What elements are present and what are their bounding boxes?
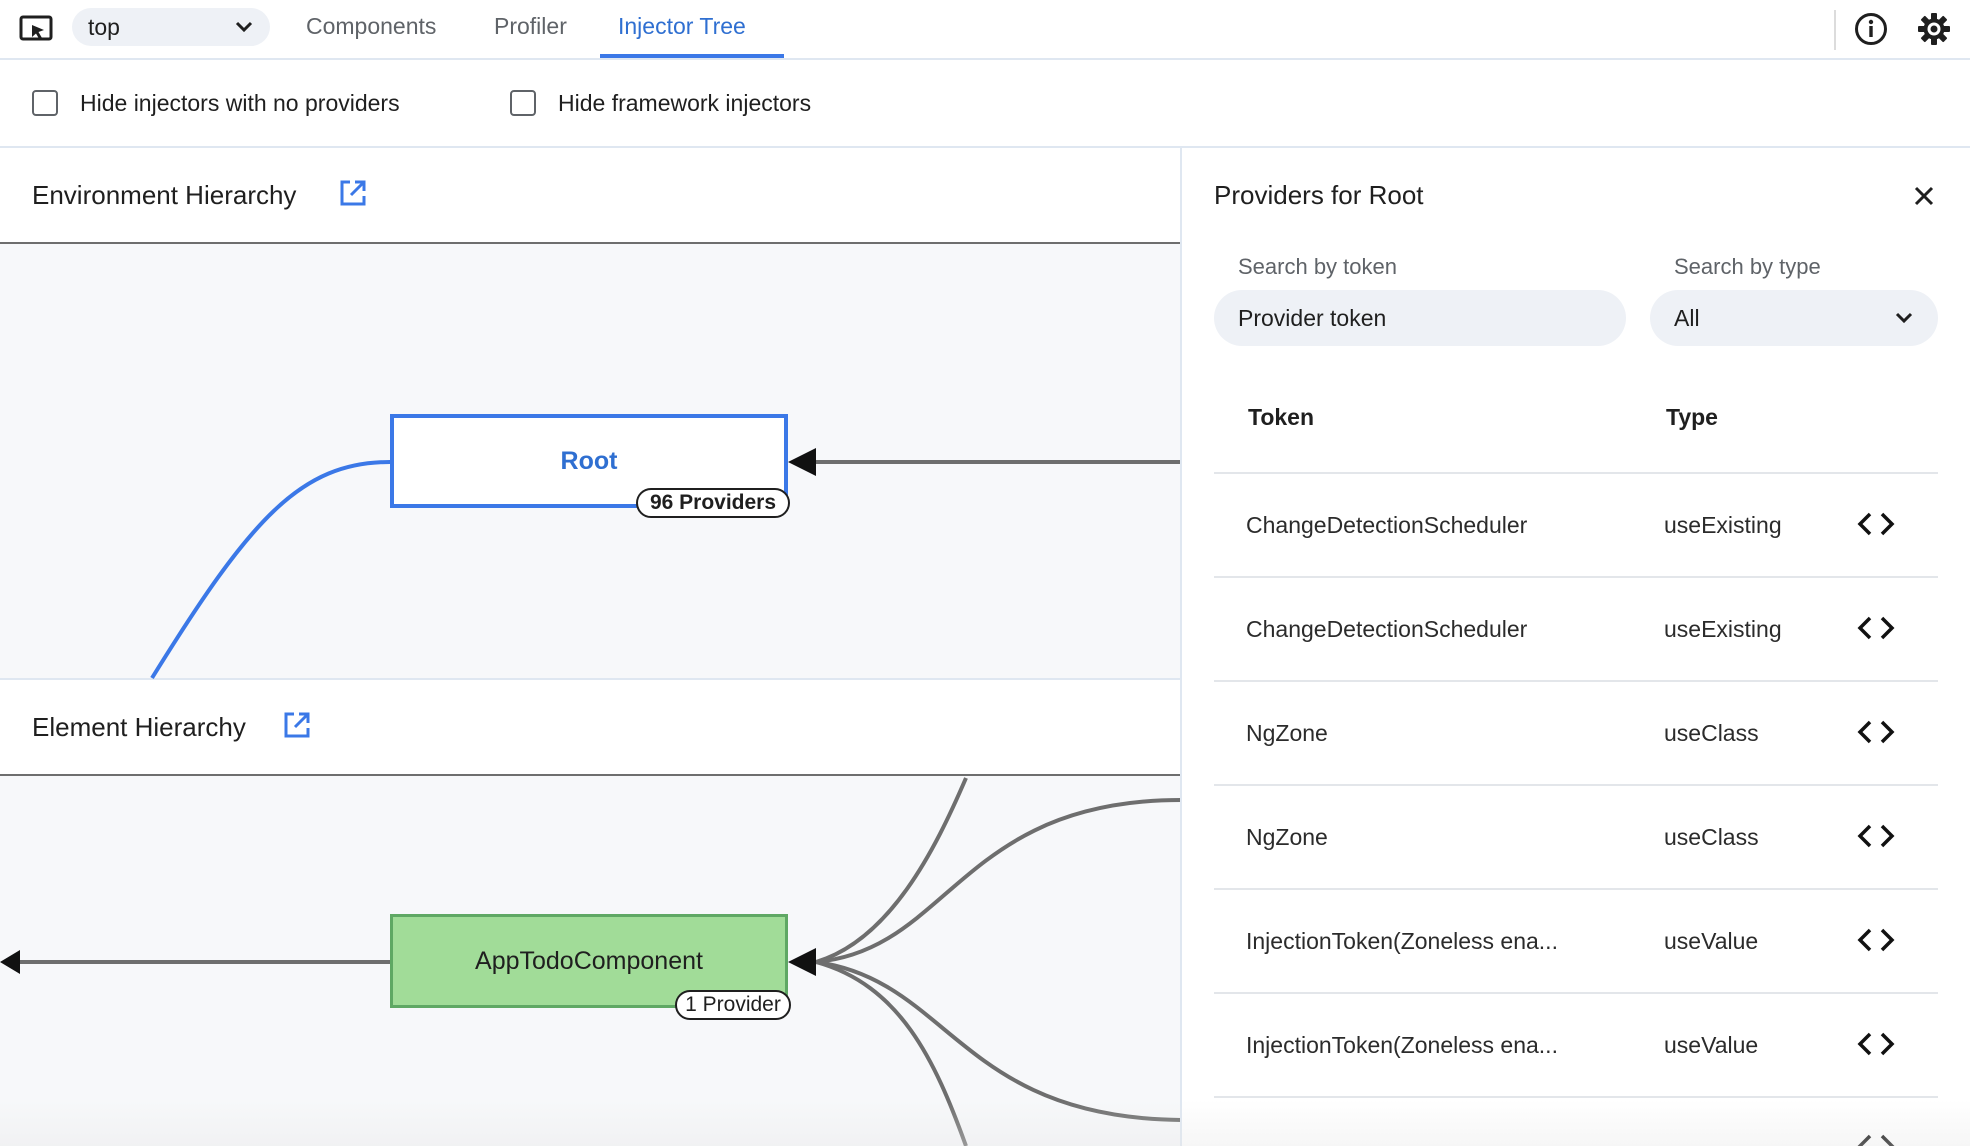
- type-cell: useExisting: [1664, 512, 1782, 538]
- open-in-new-icon[interactable]: [338, 178, 368, 208]
- view-source-button[interactable]: [1854, 610, 1898, 646]
- providers-table: ChangeDetectionScheduler useExisting Cha…: [1214, 472, 1938, 1146]
- token-cell: InjectionToken(Zoneless ena...: [1246, 1032, 1558, 1058]
- token-cell: ChangeDetectionScheduler: [1246, 616, 1528, 642]
- type-column-header[interactable]: Type: [1666, 404, 1718, 430]
- info-icon: [1855, 13, 1887, 45]
- code-icon: [1857, 1032, 1895, 1056]
- hide-no-providers-checkbox[interactable]: [32, 90, 58, 116]
- token-cell: InjectionToken(Zoneless ena...: [1246, 928, 1558, 954]
- type-cell: useValue: [1664, 928, 1759, 954]
- search-type-label: Search by type: [1674, 254, 1821, 279]
- settings-button[interactable]: [1914, 9, 1954, 49]
- environment-arrowhead: [788, 448, 816, 476]
- tab-injector-tree[interactable]: Injector Tree: [618, 13, 746, 39]
- element-edge-up-2: [815, 798, 1181, 964]
- vertical-splitter[interactable]: [1180, 148, 1182, 1146]
- frame-select[interactable]: top: [72, 8, 270, 46]
- hide-framework-checkbox[interactable]: [510, 90, 536, 116]
- view-source-button[interactable]: [1854, 714, 1898, 750]
- token-column-header[interactable]: Token: [1248, 404, 1315, 430]
- type-cell: useExisting: [1664, 616, 1782, 642]
- environment-hierarchy-header: Environment Hierarchy: [0, 148, 1181, 244]
- search-token-input[interactable]: [1214, 290, 1626, 346]
- graph-edges: [0, 448, 1181, 1146]
- gear-icon: [1918, 13, 1950, 45]
- element-arrowhead-left: [0, 950, 20, 974]
- view-source-button[interactable]: [1854, 1128, 1898, 1146]
- code-icon: [1857, 1134, 1895, 1146]
- tab-components[interactable]: Components: [306, 13, 437, 39]
- inspect-element-icon: [19, 15, 53, 41]
- element-arrowhead-right: [788, 948, 816, 976]
- root-node-label: Root: [560, 446, 618, 475]
- type-cell: useClass: [1664, 720, 1759, 746]
- hide-no-providers-label[interactable]: Hide injectors with no providers: [80, 90, 400, 116]
- code-icon: [1857, 616, 1895, 640]
- chevron-down-icon: [1895, 312, 1913, 324]
- table-row[interactable]: InjectionToken(Zoneless ena... useValue: [1214, 992, 1938, 1096]
- top-toolbar: top Components Profiler Injector Tree: [0, 0, 1970, 60]
- table-row[interactable]: ChangeDetectionScheduler useExisting: [1214, 576, 1938, 680]
- token-cell: NgZone: [1246, 720, 1328, 746]
- code-icon: [1857, 512, 1895, 536]
- view-source-button[interactable]: [1854, 818, 1898, 854]
- token-cell: NgZone: [1246, 824, 1328, 850]
- element-hierarchy-title: Element Hierarchy: [32, 712, 246, 742]
- close-icon: [1914, 186, 1934, 206]
- app-providers-badge: 1 Provider: [675, 990, 791, 1020]
- chevron-down-icon: [235, 21, 253, 33]
- type-cell: useClass: [1664, 824, 1759, 850]
- providers-panel: Providers for Root Search by token Searc…: [1182, 148, 1970, 1146]
- toolbar-divider: [1834, 10, 1836, 50]
- view-source-button[interactable]: [1854, 1026, 1898, 1062]
- providers-panel-title: Providers for Root: [1214, 180, 1424, 210]
- root-providers-badge: 96 Providers: [636, 488, 790, 518]
- filter-bar: Hide injectors with no providers Hide fr…: [0, 60, 1970, 148]
- code-icon: [1857, 928, 1895, 952]
- app-node-label: AppTodoComponent: [475, 946, 703, 975]
- tab-profiler[interactable]: Profiler: [494, 13, 567, 39]
- hide-framework-label[interactable]: Hide framework injectors: [558, 90, 812, 116]
- element-edge-down-1: [815, 960, 968, 1146]
- search-type-select[interactable]: All: [1650, 290, 1938, 346]
- element-edge-up-1: [815, 777, 968, 964]
- frame-select-value: top: [88, 13, 120, 40]
- search-token-label: Search by token: [1238, 254, 1397, 279]
- code-icon: [1857, 720, 1895, 744]
- view-source-button[interactable]: [1854, 922, 1898, 958]
- table-row[interactable]: ChangeDetectionScheduler useExisting: [1214, 472, 1938, 576]
- info-button[interactable]: [1852, 10, 1890, 48]
- inspect-element-button[interactable]: [18, 12, 54, 46]
- code-icon: [1857, 824, 1895, 848]
- view-source-button[interactable]: [1854, 506, 1898, 542]
- table-row[interactable]: InjectionToken(Zoneless ena... useValue: [1214, 888, 1938, 992]
- element-hierarchy-header: Element Hierarchy: [0, 680, 1181, 776]
- active-tab-indicator: [600, 54, 784, 58]
- element-edge-down-2: [815, 960, 1181, 1122]
- environment-edge-left: [150, 460, 391, 680]
- table-row[interactable]: NgZone useClass: [1214, 784, 1938, 888]
- environment-hierarchy-title: Environment Hierarchy: [32, 180, 297, 210]
- close-button[interactable]: [1906, 178, 1942, 214]
- type-cell: useValue: [1664, 1032, 1759, 1058]
- panel-splitter[interactable]: [0, 678, 1181, 680]
- table-row[interactable]: NgZone useClass: [1214, 680, 1938, 784]
- table-row-partial[interactable]: [1214, 1096, 1938, 1146]
- open-in-new-icon[interactable]: [282, 710, 312, 740]
- token-cell: ChangeDetectionScheduler: [1246, 512, 1528, 538]
- search-type-value: All: [1674, 304, 1700, 331]
